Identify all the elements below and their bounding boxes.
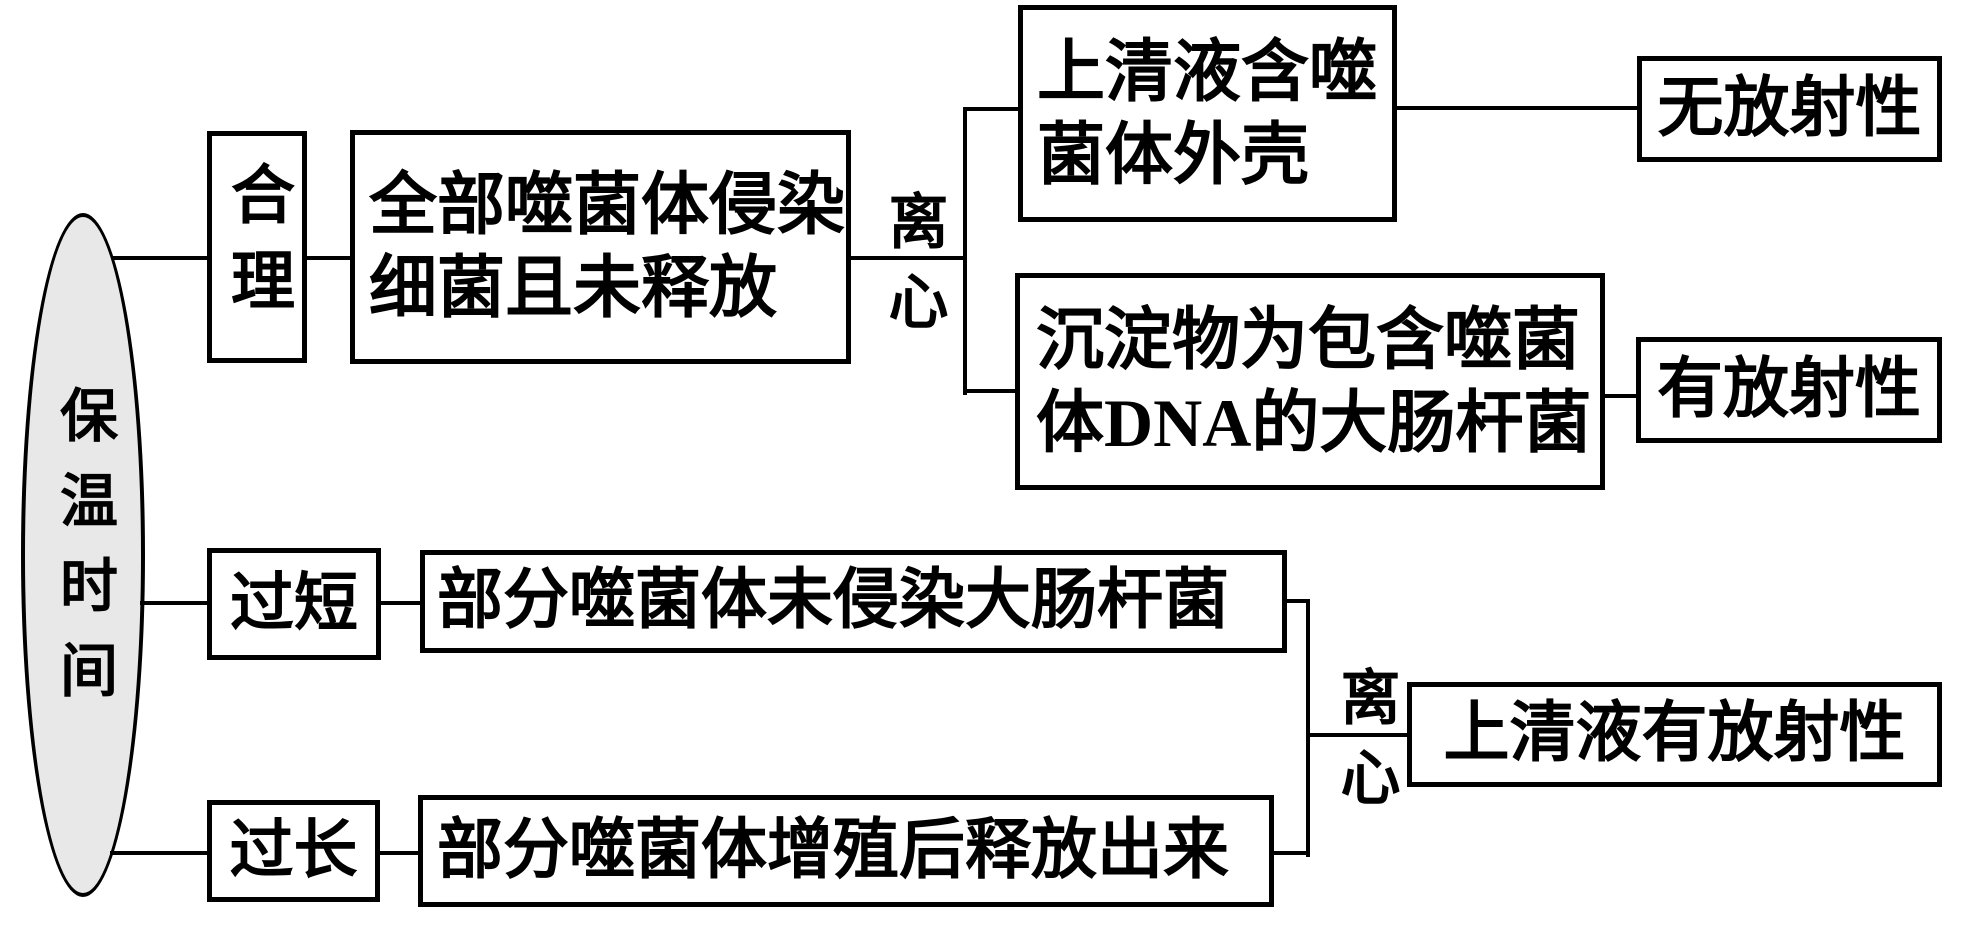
connector-bracket1-to-supernatant-shell [965,107,1020,111]
outcome-supernatant-radioactive-box: 上清液有放射性 [1407,682,1942,787]
outcome-no-radioactivity-label: 无放射性 [1657,71,1922,145]
connector-not-infected-to-bracket2 [1285,599,1310,603]
branch-too-long-label: 过长 [229,814,358,886]
result-all-infected-line2: 细菌且未释放 [369,250,778,326]
connector-reasonable-to-all-infected [305,256,352,260]
outcome-supernatant-shell-line2: 菌体外壳 [1037,116,1310,193]
incubation-time-label: 保温时间 [51,385,116,725]
outcome-supernatant-shell-line1: 上清液含噬 [1037,33,1378,110]
result-not-infected-box: 部分噬菌体未侵染大肠杆菌 [420,550,1287,653]
bracket1-vertical [963,107,967,395]
result-released-box: 部分噬菌体增殖后释放出来 [418,795,1274,907]
result-not-infected-label: 部分噬菌体未侵染大肠杆菌 [437,564,1229,638]
outcome-sediment-line1: 沉淀物为包含噬菌 [1036,301,1581,378]
centrifuge-label-1: 离心 [880,190,946,350]
connector-bracket1-to-sediment [965,389,1017,393]
connector-all-infected-to-bracket1 [849,256,967,260]
branch-too-short-box: 过短 [207,548,381,660]
connector-ellipse-to-too-long [110,851,209,855]
outcome-radioactive-label: 有放射性 [1657,352,1921,426]
connector-sediment-to-radioactive [1601,394,1638,398]
connector-released-to-bracket2 [1272,851,1308,855]
connector-ellipse-to-too-short [140,601,209,605]
connector-too-long-to-released [378,851,420,855]
outcome-sediment-dna-box: 沉淀物为包含噬菌 体DNA的大肠杆菌 [1015,273,1605,490]
outcome-sediment-line2: 体DNA的大肠杆菌 [1036,384,1592,461]
connector-ellipse-to-reasonable [112,256,209,260]
outcome-supernatant-shell-box: 上清液含噬 菌体外壳 [1018,5,1397,222]
branch-too-long-box: 过长 [207,800,380,902]
result-released-label: 部分噬菌体增殖后释放出来 [437,813,1229,887]
outcome-radioactive-box: 有放射性 [1636,337,1942,443]
incubation-time-ellipse: 保温时间 [21,213,145,897]
bracket2-vertical [1306,599,1310,857]
result-all-infected-box: 全部噬菌体侵染 细菌且未释放 [350,130,851,364]
connector-too-short-to-not-infected [379,601,422,605]
connector-supernatant-shell-to-no-radioactivity [1395,106,1639,110]
outcome-no-radioactivity-box: 无放射性 [1637,56,1942,162]
outcome-supernatant-radioactive-label: 上清液有放射性 [1443,697,1906,771]
branch-reasonable-label: 合理 [222,161,294,333]
connector-bracket2-to-supernatant-radioactive [1308,733,1409,737]
branch-too-short-label: 过短 [230,567,358,639]
centrifuge-label-2: 离心 [1332,666,1398,826]
result-all-infected-line1: 全部噬菌体侵染 [369,167,846,244]
branch-reasonable-box: 合理 [207,131,307,363]
